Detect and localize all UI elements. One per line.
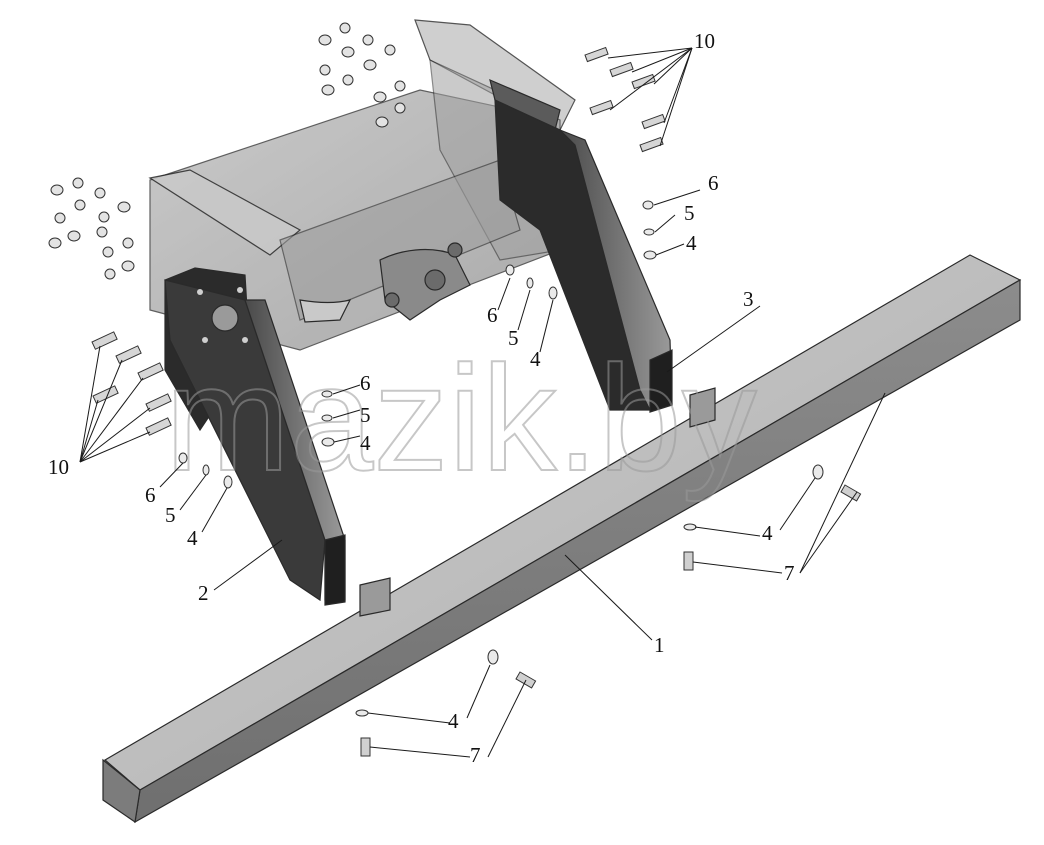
callout-4-lowright: 4 (762, 521, 773, 545)
callout-2: 2 (198, 581, 209, 605)
callout-4-left: 4 (187, 526, 198, 550)
callout-1: 1 (654, 633, 665, 657)
callout-5-center: 5 (508, 326, 519, 350)
callout-4-center: 4 (530, 347, 541, 371)
callout-6-center: 6 (487, 303, 498, 327)
callout-6-right: 6 (708, 171, 719, 195)
callout-10-left: 10 (48, 455, 69, 479)
callout-5-left: 5 (165, 503, 176, 527)
bolts-group-left (91, 331, 172, 436)
callout-4-bottom: 4 (448, 709, 459, 733)
callout-4-mid: 4 (360, 431, 371, 455)
beam-part-1 (102, 254, 1022, 824)
callout-3: 3 (743, 287, 754, 311)
callout-4-right: 4 (686, 231, 697, 255)
leader-lines (79, 47, 886, 758)
nut-cluster-left (48, 177, 135, 280)
frame-assembly (148, 19, 576, 351)
leg-part-2 (164, 267, 346, 606)
callout-7-lowright: 7 (784, 561, 795, 585)
washers-and-nuts (178, 200, 824, 717)
nut-cluster-top (318, 22, 406, 128)
callout-labels: 10 6 5 4 3 6 5 4 6 5 4 10 6 5 4 2 1 4 7 … (48, 29, 795, 767)
callout-5-right: 5 (684, 201, 695, 225)
callout-5-mid: 5 (360, 403, 371, 427)
callout-7-bottom: 7 (470, 743, 481, 767)
bolts-group-top (584, 46, 666, 153)
hitch-linkage (299, 242, 471, 323)
leg-part-3 (489, 78, 673, 413)
callout-10-top: 10 (694, 29, 715, 53)
callout-6-mid: 6 (360, 371, 371, 395)
watermark: mazik.by (165, 334, 757, 502)
callout-6-left: 6 (145, 483, 156, 507)
